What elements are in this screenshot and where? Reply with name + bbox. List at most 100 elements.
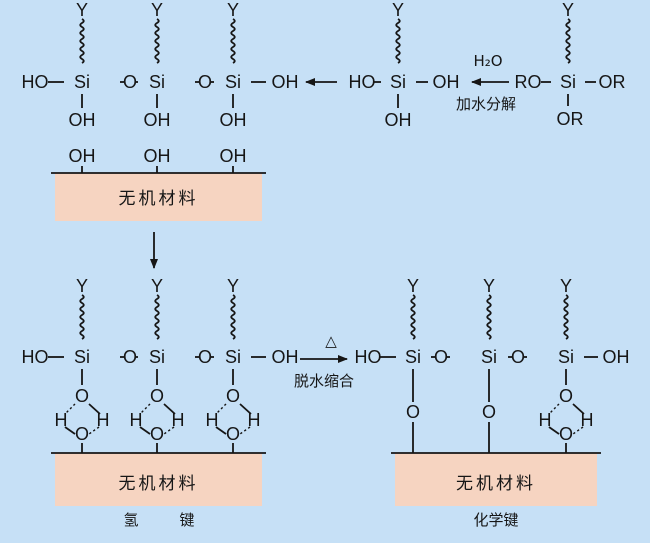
organic-chain-bond xyxy=(79,18,85,64)
bond-lines xyxy=(48,81,598,458)
organic-chain-bond xyxy=(154,294,160,340)
hydrolysis-reagent-label: H₂O xyxy=(473,52,502,70)
organic-chain-bond xyxy=(230,18,236,64)
siloxane-oxygen: O xyxy=(198,72,212,92)
hydrogen-bonded-pair xyxy=(548,369,585,458)
o-h-bond xyxy=(215,426,227,435)
bridging-oxygen: O xyxy=(406,402,420,422)
surface-hydroxyl: OH xyxy=(69,146,96,166)
silanol-hydrogen: H xyxy=(97,410,110,430)
hydrogen-bond xyxy=(88,426,100,435)
silicon-atom: Si xyxy=(558,347,574,367)
organic-chain-bond xyxy=(79,294,85,340)
silicon-atom: Si xyxy=(390,72,406,92)
silanol-oxygen: O xyxy=(226,386,240,406)
terminal-hydroxyl: OH xyxy=(272,72,299,92)
o-h-bond xyxy=(88,403,101,415)
silanol-hydrogen: H xyxy=(581,410,594,430)
substrate-block xyxy=(55,453,262,506)
surface-hydroxyl: OH xyxy=(144,146,171,166)
o-h-bond xyxy=(572,403,585,415)
organic-group-y: Y xyxy=(483,276,495,296)
o-h-bond xyxy=(139,426,151,435)
organic-chain-bond xyxy=(154,18,160,64)
silanol-hydroxyl-bottom: OH xyxy=(385,110,412,130)
hydrogen-bond-lines xyxy=(64,369,585,458)
siloxane-oxygen: O xyxy=(511,347,525,367)
surface-oxygen: O xyxy=(559,424,573,444)
silicon-atom: Si xyxy=(74,72,90,92)
hydrogen-bond xyxy=(64,403,76,415)
organic-group-y: Y xyxy=(76,276,88,296)
substrate-block xyxy=(55,173,262,221)
organic-chain-bond xyxy=(410,294,416,340)
surface-oxygen: O xyxy=(226,424,240,444)
substrate-label: 无机材料 xyxy=(456,474,536,494)
surface-hydrogen: H xyxy=(539,410,552,430)
silicon-atom: Si xyxy=(481,347,497,367)
siloxane-oxygen: O xyxy=(198,347,212,367)
substrate-layers: 无机材料无机材料无机材料 xyxy=(51,172,601,506)
alkoxy-group-right: OR xyxy=(599,72,626,92)
organic-chain-bond xyxy=(563,294,569,340)
hydrogen-bond-label-char1: 氢 xyxy=(123,511,138,529)
bridging-oxygen: O xyxy=(482,402,496,422)
silanol-oxygen: O xyxy=(559,386,573,406)
condensation-label: 脱水缩合 xyxy=(294,372,354,390)
o-h-bond xyxy=(239,403,252,415)
organic-chain-bond xyxy=(395,18,401,64)
surface-oxygen: O xyxy=(150,424,164,444)
silanol-hydroxyl: OH xyxy=(69,110,96,130)
hydrogen-bond xyxy=(548,403,560,415)
silanol-hydrogen: H xyxy=(248,410,261,430)
silicon-atom: Si xyxy=(225,347,241,367)
organic-chain-bond xyxy=(486,294,492,340)
hydrogen-bond xyxy=(215,403,227,415)
hydrogen-bond xyxy=(139,403,151,415)
substrate-top-left: 无机材料 xyxy=(51,172,266,221)
organic-group-y: Y xyxy=(392,0,404,20)
surface-hydrogen: H xyxy=(130,410,143,430)
silanol-oxygen: O xyxy=(75,386,89,406)
organic-group-y: Y xyxy=(407,276,419,296)
hydrogen-bond xyxy=(572,426,584,435)
hydrogen-bond xyxy=(239,426,251,435)
chemical-bond-label: 化学键 xyxy=(473,511,518,529)
silicon-atom: Si xyxy=(74,347,90,367)
silanol-hydroxyl: OH xyxy=(220,110,247,130)
terminal-hydroxyl: HO xyxy=(22,72,49,92)
organic-group-y: Y xyxy=(227,0,239,20)
hydrolysis-label: 加水分解 xyxy=(456,95,516,113)
o-h-bond xyxy=(548,426,560,435)
substrate-bottom-right: 无机材料 xyxy=(391,452,601,506)
organic-chain-bond xyxy=(565,18,571,64)
organic-group-y: Y xyxy=(76,0,88,20)
silanol-hydroxyl-right: OH xyxy=(433,72,460,92)
surface-hydroxyl: OH xyxy=(220,146,247,166)
hydrogen-bonded-pair xyxy=(215,369,252,458)
substrate-bottom-left: 无机材料 xyxy=(51,452,266,506)
silicon-atom: Si xyxy=(225,72,241,92)
siloxane-oxygen: O xyxy=(434,347,448,367)
substrate-block xyxy=(395,453,597,506)
caption-labels: H₂O加水分解氢键△脱水缩合化学键 xyxy=(123,52,518,529)
heat-symbol: △ xyxy=(325,332,337,350)
o-h-bond xyxy=(163,403,176,415)
organic-chain-bond xyxy=(230,294,236,340)
alkoxy-group-bottom: OR xyxy=(557,109,584,129)
surface-hydrogen: H xyxy=(206,410,219,430)
siloxane-oxygen: O xyxy=(123,347,137,367)
organic-group-y: Y xyxy=(227,276,239,296)
terminal-hydroxyl: OH xyxy=(603,347,630,367)
reaction-arrows xyxy=(150,78,509,363)
silicon-atom: Si xyxy=(405,347,421,367)
silicon-atom: Si xyxy=(560,72,576,92)
hydrogen-bonded-pair xyxy=(139,369,176,458)
surface-hydrogen: H xyxy=(55,410,68,430)
silicon-atom: Si xyxy=(149,347,165,367)
wavy-bonds xyxy=(79,18,571,340)
organic-group-y: Y xyxy=(151,0,163,20)
terminal-hydroxyl: OH xyxy=(272,347,299,367)
organic-group-y: Y xyxy=(562,0,574,20)
